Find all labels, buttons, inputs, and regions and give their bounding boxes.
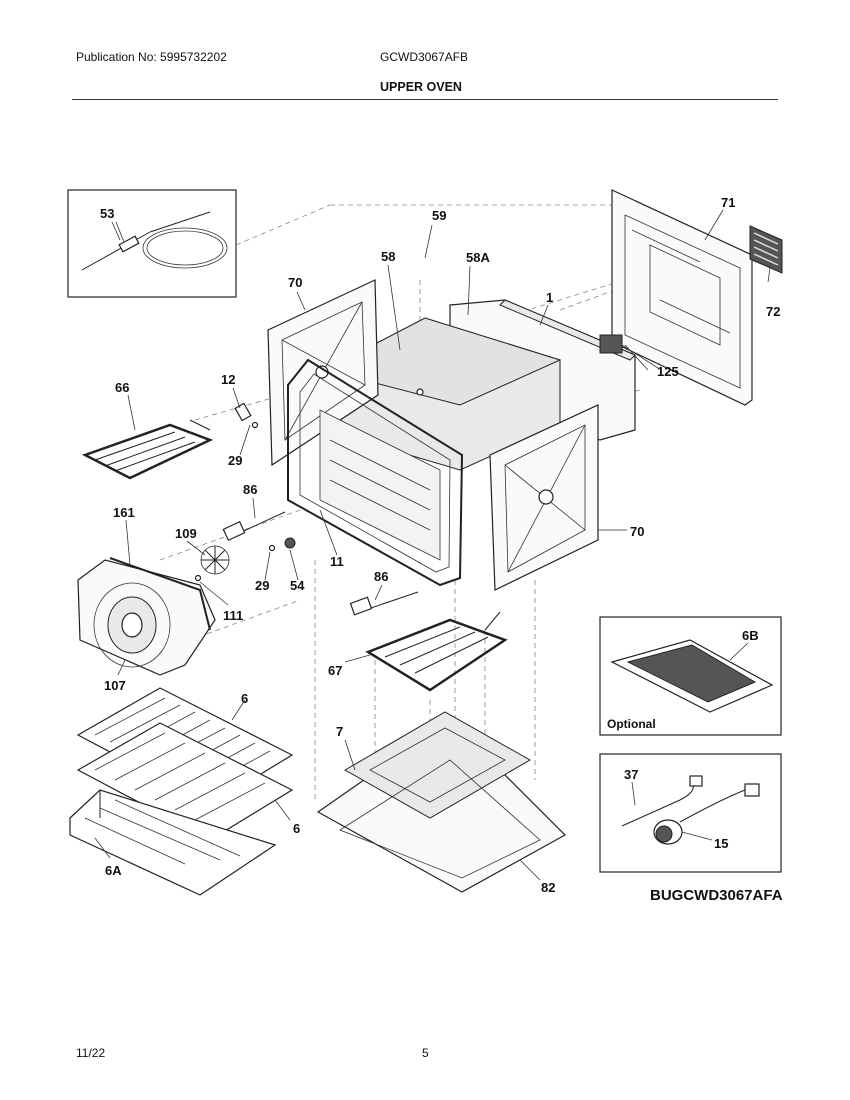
header-rule bbox=[72, 99, 778, 100]
callout-29-lower: 29 bbox=[255, 578, 269, 593]
callout-11: 11 bbox=[330, 554, 344, 569]
callout-54: 54 bbox=[290, 578, 305, 593]
vent-grille bbox=[749, 225, 783, 274]
side-panel-right bbox=[489, 404, 599, 591]
callout-107: 107 bbox=[104, 678, 126, 693]
model-number: GCWD3067AFB bbox=[380, 50, 469, 64]
inset-optional-box bbox=[599, 616, 782, 736]
lamp-socket-icon bbox=[234, 402, 259, 429]
air-fry-tray-icon bbox=[610, 639, 774, 713]
inset-wiring-box bbox=[599, 753, 782, 873]
bake-element bbox=[365, 611, 508, 692]
temp-sensor-lower-icon bbox=[349, 591, 419, 616]
leader-lines bbox=[94, 209, 771, 881]
callout-53: 53 bbox=[100, 206, 114, 221]
callout-82: 82 bbox=[541, 880, 555, 895]
diagram-code: BUGCWD3067AFA bbox=[650, 887, 783, 904]
callout-labels: 53 59 58 58A 1 71 72 70 70 125 12 66 29 … bbox=[100, 195, 783, 904]
oven-rack-bottom bbox=[69, 789, 277, 896]
fan-motor-nut-icon bbox=[194, 537, 296, 582]
callout-12: 12 bbox=[221, 372, 235, 387]
side-panel-left bbox=[267, 279, 379, 467]
callout-70-right: 70 bbox=[630, 524, 644, 539]
callout-37: 37 bbox=[624, 767, 638, 782]
wiring-harness-icon bbox=[621, 775, 760, 827]
callout-6a: 6A bbox=[105, 863, 122, 878]
callout-71: 71 bbox=[721, 195, 735, 210]
callout-111: 111 bbox=[223, 608, 243, 623]
callout-72: 72 bbox=[766, 304, 780, 319]
callout-125: 125 bbox=[657, 364, 679, 379]
temperature-probe-icon bbox=[653, 819, 683, 845]
inset-probe-box bbox=[67, 189, 237, 298]
callout-6-upper: 6 bbox=[241, 691, 248, 706]
broil-element bbox=[81, 419, 214, 480]
callout-86-lower: 86 bbox=[374, 569, 388, 584]
convection-fan-blade-icon bbox=[200, 545, 230, 575]
callout-86-upper: 86 bbox=[243, 482, 257, 497]
callout-59: 59 bbox=[432, 208, 446, 223]
convection-fan-housing bbox=[77, 557, 216, 676]
callout-161: 161 bbox=[113, 505, 135, 520]
callout-58a: 58A bbox=[466, 250, 490, 265]
callout-15: 15 bbox=[714, 836, 728, 851]
callout-70-left: 70 bbox=[288, 275, 302, 290]
oven-front-frame bbox=[287, 358, 464, 587]
rear-panel bbox=[611, 189, 753, 406]
page-number: 5 bbox=[422, 1046, 429, 1060]
callout-58: 58 bbox=[381, 249, 395, 264]
oven-cavity bbox=[323, 317, 562, 471]
optional-label: Optional bbox=[607, 717, 656, 731]
publication-number: Publication No: 5995732202 bbox=[76, 50, 227, 64]
callout-67: 67 bbox=[328, 663, 342, 678]
callout-66: 66 bbox=[115, 380, 129, 395]
callout-7: 7 bbox=[336, 724, 343, 739]
callout-1: 1 bbox=[546, 290, 553, 305]
temp-sensor-upper-icon bbox=[222, 511, 286, 542]
meat-probe-icon bbox=[81, 211, 228, 271]
callout-6-lower: 6 bbox=[293, 821, 300, 836]
callout-109: 109 bbox=[175, 526, 197, 541]
footer-date: 11/22 bbox=[76, 1046, 106, 1060]
callout-29-upper: 29 bbox=[228, 453, 242, 468]
oven-bottom-pan bbox=[316, 711, 566, 893]
page-title: UPPER OVEN bbox=[380, 80, 462, 94]
callout-6b: 6B bbox=[742, 628, 759, 643]
